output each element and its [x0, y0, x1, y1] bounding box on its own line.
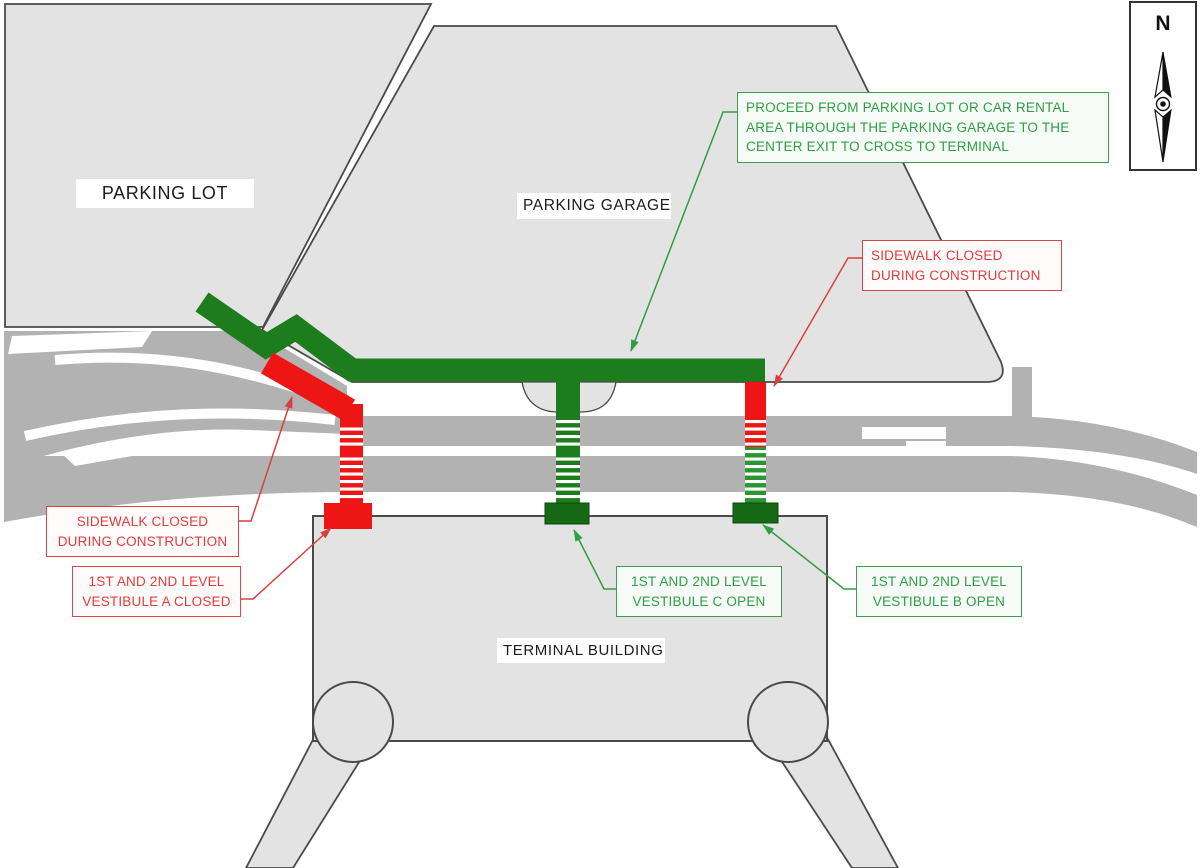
road-lower-band: [4, 456, 1197, 527]
crosswalk-vestibule-a-closed: [324, 404, 372, 529]
proceed-line-2: AREA THROUGH THE PARKING GARAGE TO THE: [746, 119, 1070, 135]
closed-sidewalk-path: [261, 352, 355, 421]
sidewalk-closed-right-annotation: SIDEWALK CLOSED DURING CONSTRUCTION: [862, 240, 1062, 292]
sidewalk-closed-left-annotation: SIDEWALK CLOSED DURING CONSTRUCTION: [46, 506, 239, 558]
vestibule-c-line-1: 1ST AND 2ND LEVEL: [631, 574, 767, 589]
vestibule-b-annotation: 1ST AND 2ND LEVEL VESTIBULE B OPEN: [856, 566, 1022, 618]
parking-garage-label: PARKING GARAGE: [517, 193, 671, 219]
road-garage-side-stub: [1012, 367, 1032, 418]
road-left-interchange: [4, 331, 347, 468]
vestibule-a-line-1: 1ST AND 2ND LEVEL: [88, 574, 225, 589]
crosswalk-vestibule-b: [732, 382, 779, 524]
leader-sidewalk-closed-left: [239, 396, 293, 522]
proceed-line-3: CENTER EXIT TO CROSS TO TERMINAL: [746, 139, 1009, 155]
sidewalk-closed-left-line-1: SIDEWALK CLOSED: [76, 514, 209, 529]
vestibule-b-line-1: 1ST AND 2ND LEVEL: [871, 574, 1007, 589]
leader-vestibule-a: [241, 527, 332, 600]
vestibule-c-line-2: VESTIBULE C OPEN: [632, 593, 766, 609]
vestibule-a-annotation: 1ST AND 2ND LEVEL VESTIBULE A CLOSED: [72, 566, 241, 618]
leader-vestibule-c: [573, 529, 616, 590]
terminal-building-label: TERMINAL BUILDING: [497, 638, 665, 663]
sidewalk-closed-left-line-2: DURING CONSTRUCTION: [57, 533, 228, 549]
crosswalk-vestibule-c-open: [544, 381, 590, 525]
leader-vestibule-b: [762, 524, 856, 590]
vestibule-c-marker: [544, 502, 590, 525]
leader-lines: [239, 111, 862, 600]
vestibule-a-line-2: VESTIBULE A CLOSED: [82, 593, 231, 609]
terminal-rotunda-right: [747, 681, 829, 763]
terminal-building-shape: [312, 515, 828, 742]
north-arrow: [1129, 1, 1197, 171]
compass-north-label: N: [1155, 12, 1171, 35]
vestibule-a-marker: [324, 503, 372, 529]
open-route-path: [195, 292, 765, 382]
terminal-rotunda-left: [312, 681, 394, 763]
sidewalk-closed-right-line-1: SIDEWALK CLOSED: [871, 248, 1003, 263]
proceed-line-1: PROCEED FROM PARKING LOT OR CAR RENTAL: [746, 100, 1070, 115]
vestibule-b-line-2: VESTIBULE B OPEN: [872, 593, 1006, 609]
sidewalk-closed-right-line-2: DURING CONSTRUCTION: [871, 267, 1041, 283]
vestibule-b-marker: [732, 502, 779, 524]
vestibule-c-annotation: 1ST AND 2ND LEVEL VESTIBULE C OPEN: [616, 566, 782, 618]
leader-proceed: [630, 111, 739, 352]
leader-sidewalk-closed-right: [773, 257, 862, 387]
parking-lot-label: PARKING LOT: [76, 179, 254, 208]
proceed-annotation: PROCEED FROM PARKING LOT OR CAR RENTAL A…: [737, 92, 1109, 163]
